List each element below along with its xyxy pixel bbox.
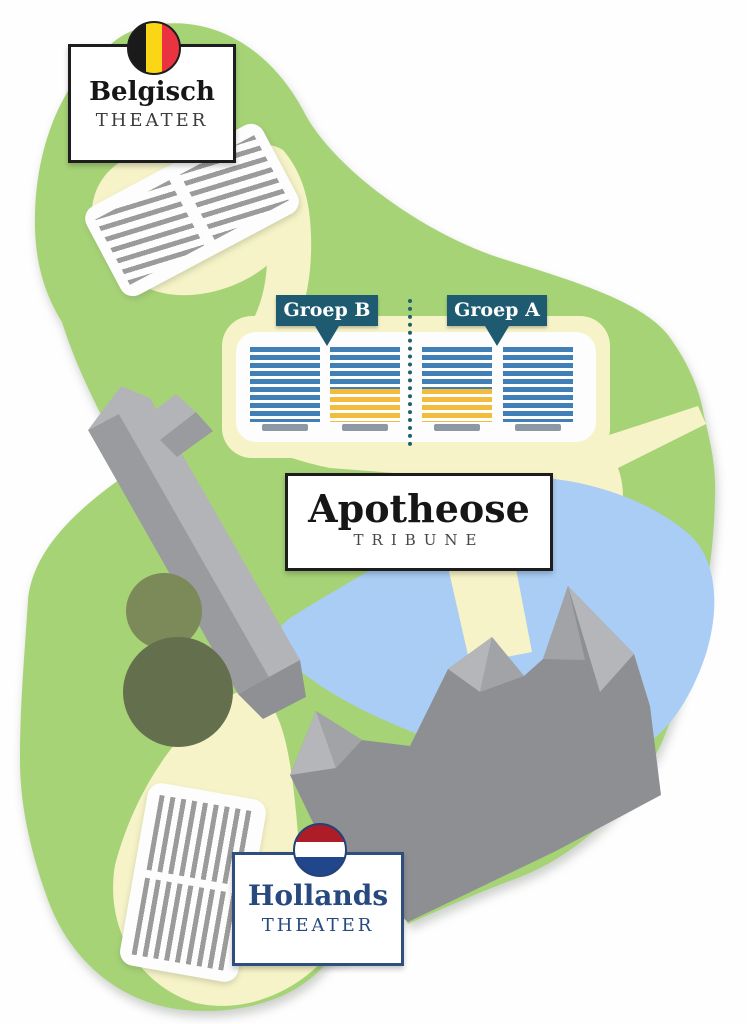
sign-subtitle: THEATER bbox=[261, 915, 375, 936]
seat-rows-blue bbox=[422, 347, 492, 389]
sign-title: Belgisch bbox=[89, 77, 215, 107]
seat-rows-blue bbox=[330, 347, 400, 389]
podium-bar bbox=[262, 424, 308, 431]
belgian-flag-icon bbox=[127, 21, 181, 75]
sign-title: Hollands bbox=[247, 879, 389, 912]
podium-bar bbox=[342, 424, 388, 431]
pier-path bbox=[443, 545, 532, 664]
group-b-label: Groep B bbox=[283, 299, 371, 321]
belgisch-theater-sign: Belgisch THEATER bbox=[68, 21, 236, 163]
seating-rows bbox=[131, 877, 240, 972]
apotheose-tribune-area bbox=[222, 316, 610, 458]
apotheose-tribune-sign: Apotheose TRIBUNE bbox=[285, 473, 553, 571]
tree-dark bbox=[123, 637, 233, 747]
show-building bbox=[88, 386, 306, 719]
castle bbox=[290, 586, 661, 922]
sign-subtitle: TRIBUNE bbox=[353, 531, 485, 549]
podium-bar bbox=[434, 424, 480, 431]
dutch-flag-icon bbox=[293, 823, 347, 877]
podium-bar bbox=[515, 424, 561, 431]
tree-light bbox=[126, 573, 202, 649]
seat-rows-yellow bbox=[422, 389, 492, 422]
seat-block-3 bbox=[422, 347, 492, 431]
group-b-badge: Groep B bbox=[276, 295, 378, 346]
pointer-down-icon bbox=[485, 326, 509, 346]
sign-subtitle: THEATER bbox=[95, 110, 209, 131]
group-a-badge: Groep A bbox=[447, 295, 547, 346]
pointer-down-icon bbox=[315, 326, 339, 346]
seat-block-4 bbox=[503, 347, 573, 431]
seat-block-1 bbox=[250, 347, 320, 431]
group-divider-line bbox=[408, 299, 412, 446]
seat-block-2 bbox=[330, 347, 400, 431]
hollands-theater-sign: Hollands THEATER bbox=[232, 823, 404, 966]
group-a-label: Groep A bbox=[454, 299, 540, 321]
sign-title: Apotheose bbox=[308, 486, 530, 531]
seat-rows-yellow bbox=[330, 389, 400, 422]
